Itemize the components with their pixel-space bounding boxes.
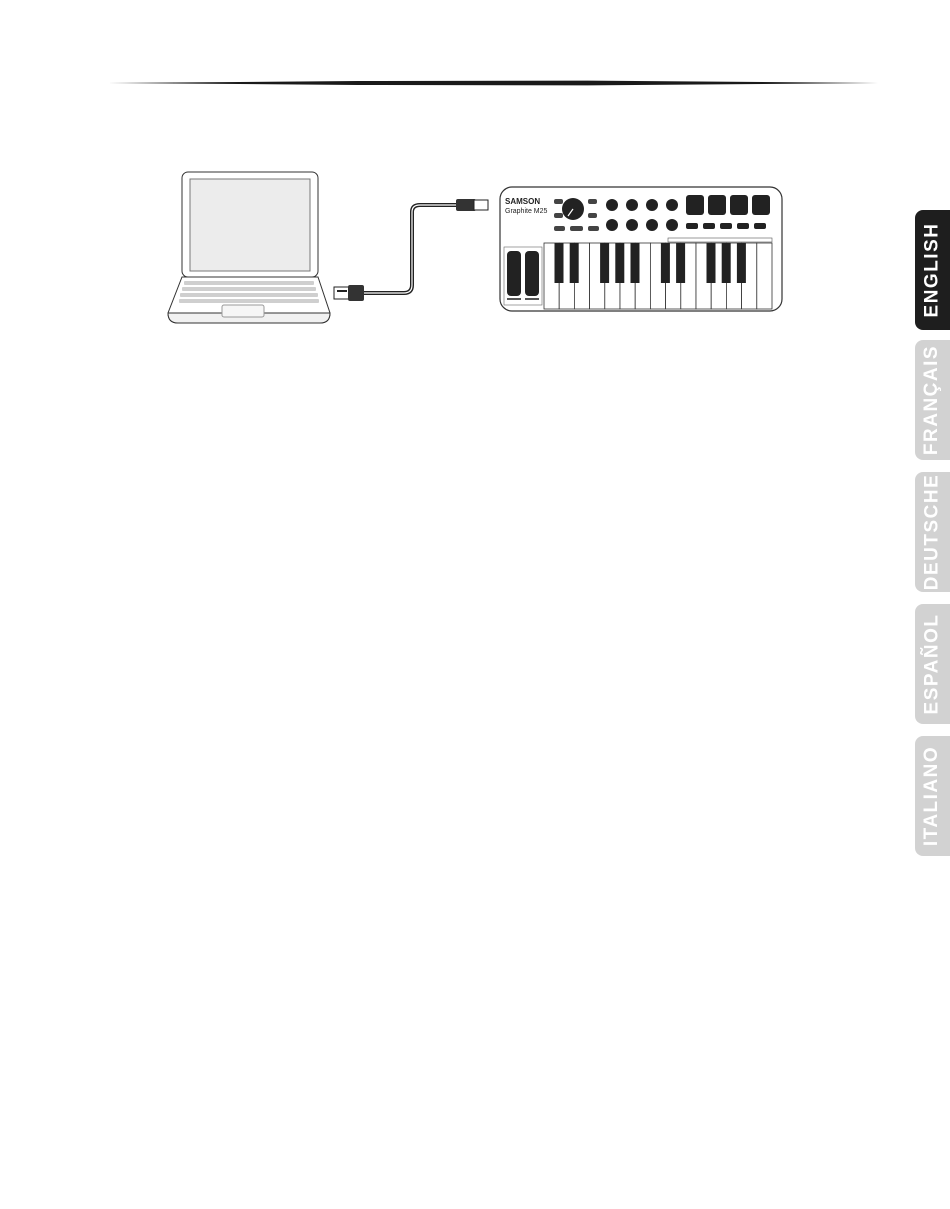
- device-brand-text: SAMSON: [505, 197, 540, 206]
- connection-diagram: SAMSON Graphite M25: [160, 165, 790, 330]
- laptop-icon: [168, 172, 330, 323]
- tab-espanol[interactable]: ESPAÑOL: [915, 604, 950, 724]
- tab-italiano[interactable]: ITALIANO: [915, 736, 950, 856]
- tab-english-label: ENGLISH: [922, 223, 944, 318]
- tab-deutsche-label: DEUTSCHE: [922, 474, 944, 591]
- usb-b-plug-icon: [456, 199, 488, 211]
- piano-keys: [544, 243, 772, 309]
- tab-italiano-label: ITALIANO: [922, 746, 944, 846]
- usb-cable: [334, 199, 488, 301]
- device-model-text: Graphite M25: [505, 208, 548, 215]
- tab-espanol-label: ESPAÑOL: [922, 614, 944, 715]
- usb-a-plug-icon: [334, 285, 364, 301]
- tab-francais[interactable]: FRANÇAIS: [915, 340, 950, 460]
- header-rule: [108, 80, 878, 86]
- tab-english[interactable]: ENGLISH: [915, 210, 950, 330]
- header-rule-line: [108, 81, 878, 86]
- midi-keyboard-controller: SAMSON Graphite M25: [500, 187, 782, 311]
- pitch-mod-wheels: [504, 247, 542, 305]
- tab-deutsche[interactable]: DEUTSCHE: [915, 472, 950, 592]
- tab-francais-label: FRANÇAIS: [922, 345, 944, 455]
